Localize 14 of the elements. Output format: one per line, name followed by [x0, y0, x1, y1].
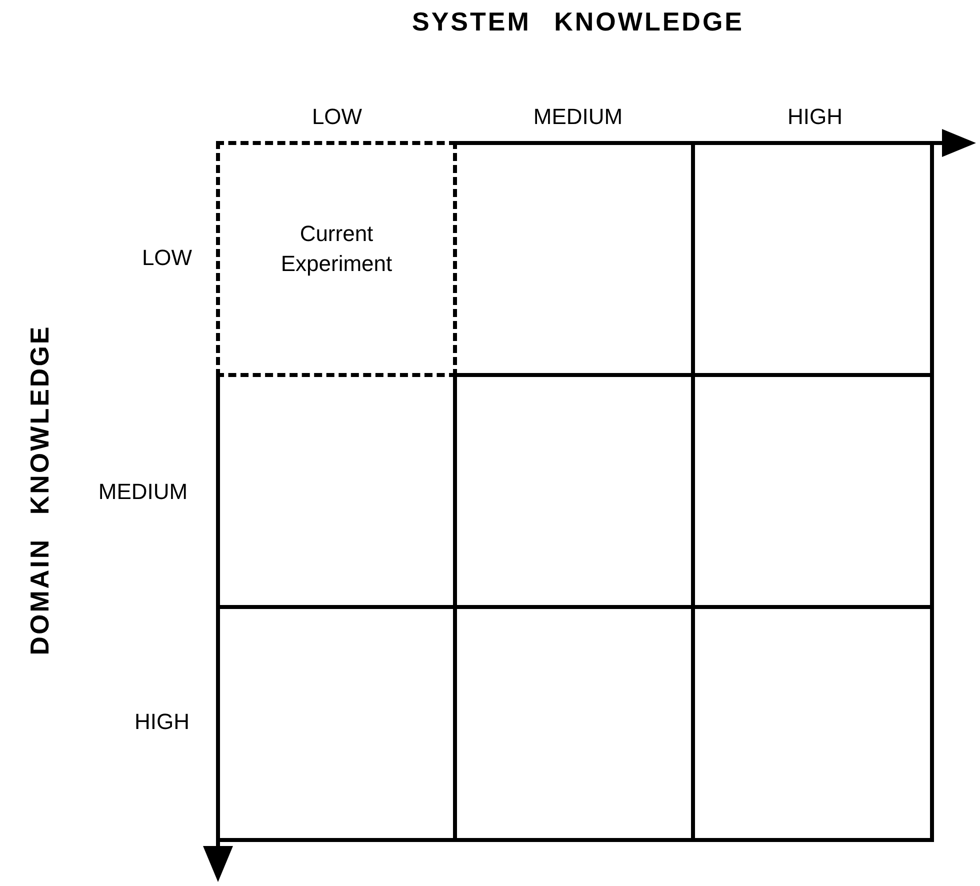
axis-title: DOMAIN KNOWLEDGE: [24, 324, 56, 656]
axis-title: SYSTEM KNOWLEDGE: [412, 6, 744, 38]
axis-level-label: MEDIUM: [98, 479, 188, 505]
axis-level-label: LOW: [312, 104, 362, 130]
grid-cell: [692, 606, 934, 842]
dashed-cell: [216, 141, 457, 377]
axis-level-label: HIGH: [134, 709, 190, 735]
axis-level-label: LOW: [142, 245, 192, 271]
grid-cell: [454, 606, 695, 842]
axis-level-label: MEDIUM: [533, 104, 623, 130]
cell-label: Current Experiment: [280, 220, 394, 278]
axis-level-label: HIGH: [788, 104, 842, 130]
grid-cell: [454, 374, 695, 609]
grid-cell: [692, 374, 934, 609]
